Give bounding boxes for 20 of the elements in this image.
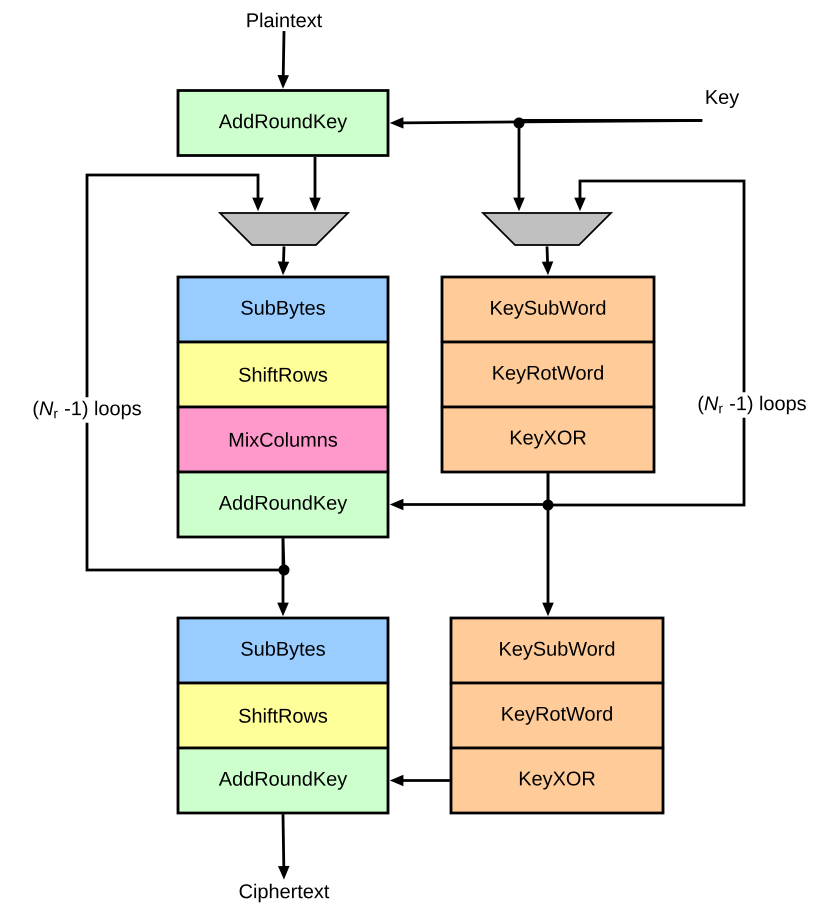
- step-box: KeySubWord: [450, 616, 664, 684]
- step-box: SubBytes: [176, 616, 390, 684]
- step-box: KeyXOR: [440, 406, 656, 474]
- step-box: KeyXOR: [450, 746, 664, 814]
- step-box: AddRoundKey: [176, 89, 390, 157]
- step-box: ShiftRows: [176, 340, 390, 408]
- io-label: Key: [706, 90, 740, 108]
- step-box: KeyRotWord: [450, 682, 664, 750]
- edge-label: (N$_{r}$ -1) loops: [28, 397, 146, 423]
- step-box: ShiftRows: [176, 682, 390, 750]
- io-label: Ciphertext: [240, 884, 330, 902]
- arrow: [86, 174, 286, 572]
- step-box: KeySubWord: [440, 276, 656, 344]
- edge-label: (N$_{r}$ -1) loops: [694, 392, 810, 418]
- step-box: KeyRotWord: [440, 340, 656, 408]
- step-box: MixColumns: [176, 406, 390, 474]
- step-box: AddRoundKey: [176, 470, 390, 538]
- io-label: Plaintext: [247, 12, 322, 28]
- step-box: AddRoundKey: [176, 746, 390, 814]
- step-box: SubBytes: [176, 276, 390, 344]
